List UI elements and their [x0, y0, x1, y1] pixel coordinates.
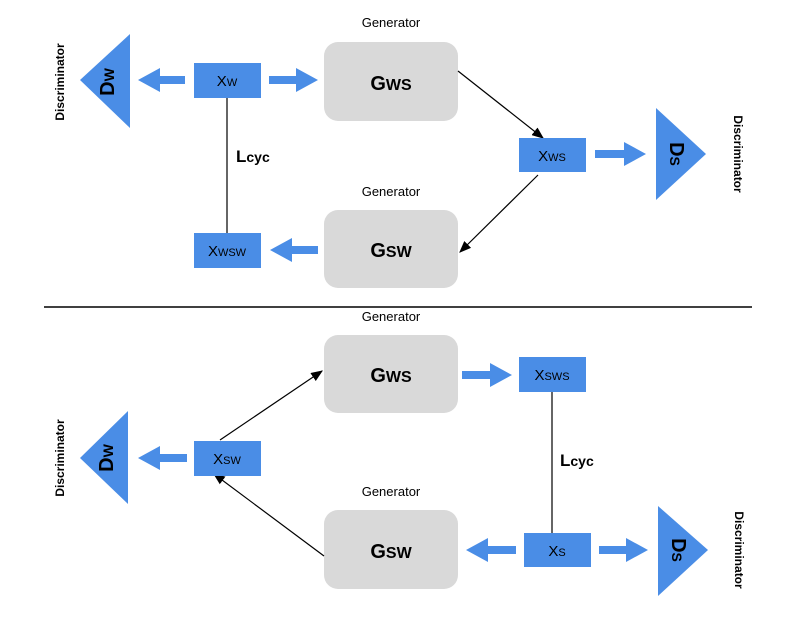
- discriminator-w-triangle-bottom: [80, 411, 128, 504]
- discriminator-s-triangle: [656, 108, 706, 200]
- x-sws-label: XSWS: [534, 367, 569, 384]
- discriminator-label-right-top: Discriminator: [731, 115, 745, 193]
- arrow-gsw-to-xsw: [213, 473, 325, 557]
- discriminator-s-label-bottom: DS: [667, 538, 689, 562]
- generator-sw-label-bottom: GSW: [370, 541, 412, 563]
- arrow-xs-to-gsw: [466, 538, 516, 562]
- x-s-box: [524, 533, 591, 567]
- arrow-gws-to-xws: [457, 70, 544, 139]
- x-ws-label: XWS: [538, 148, 566, 165]
- discriminator-w-triangle: [80, 34, 130, 128]
- x-ws-box: [519, 138, 586, 172]
- generator-label-bottom-sw: Generator: [362, 484, 421, 499]
- x-sw-box: [194, 441, 261, 476]
- generator-ws-label: GWS: [370, 73, 412, 95]
- generator-sw-label: GSW: [370, 240, 412, 262]
- generator-sw-box-bottom: [324, 510, 458, 589]
- cycle-loss-label-top: Lcyc: [236, 147, 270, 166]
- generator-label-top-sw: Generator: [362, 184, 421, 199]
- arrow-xws-to-gsw: [459, 174, 539, 253]
- x-sws-box: [519, 357, 586, 392]
- generator-ws-box-bottom: [324, 335, 458, 413]
- arrow-xws-to-ds: [595, 142, 646, 166]
- x-sw-label: XSW: [213, 451, 241, 468]
- arrow-xw-to-dw: [138, 68, 185, 92]
- x-wsw-box: [194, 233, 261, 268]
- arrow-xsw-to-gws: [219, 370, 323, 441]
- generator-sw-box: [324, 210, 458, 288]
- discriminator-s-label: DS: [665, 142, 687, 166]
- x-w-label: XW: [217, 73, 238, 90]
- discriminator-label-right-bottom: Discriminator: [732, 511, 746, 589]
- generator-label-top-ws: Generator: [362, 15, 421, 30]
- x-w-box: [194, 63, 261, 98]
- arrow-xsw-to-dw: [138, 446, 187, 470]
- discriminator-s-triangle-bottom: [658, 506, 708, 596]
- discriminator-w-label: DW: [97, 67, 119, 95]
- cycle-loss-label-bottom: Lcyc: [560, 451, 594, 470]
- discriminator-w-label-bottom: DW: [96, 443, 118, 471]
- generator-ws-label-bottom: GWS: [370, 365, 412, 387]
- arrow-gsw-to-xwsw: [270, 238, 318, 262]
- arrow-xs-to-ds: [599, 538, 648, 562]
- x-wsw-label: XWSW: [208, 243, 247, 260]
- generator-ws-box: [324, 42, 458, 121]
- arrow-xw-to-gws: [269, 68, 318, 92]
- discriminator-label-left-bottom: Discriminator: [53, 419, 67, 497]
- generator-label-bottom-ws: Generator: [362, 309, 421, 324]
- arrow-gws-to-xsws: [462, 363, 512, 387]
- x-s-label: XS: [548, 543, 565, 560]
- discriminator-label-left-top: Discriminator: [53, 43, 67, 121]
